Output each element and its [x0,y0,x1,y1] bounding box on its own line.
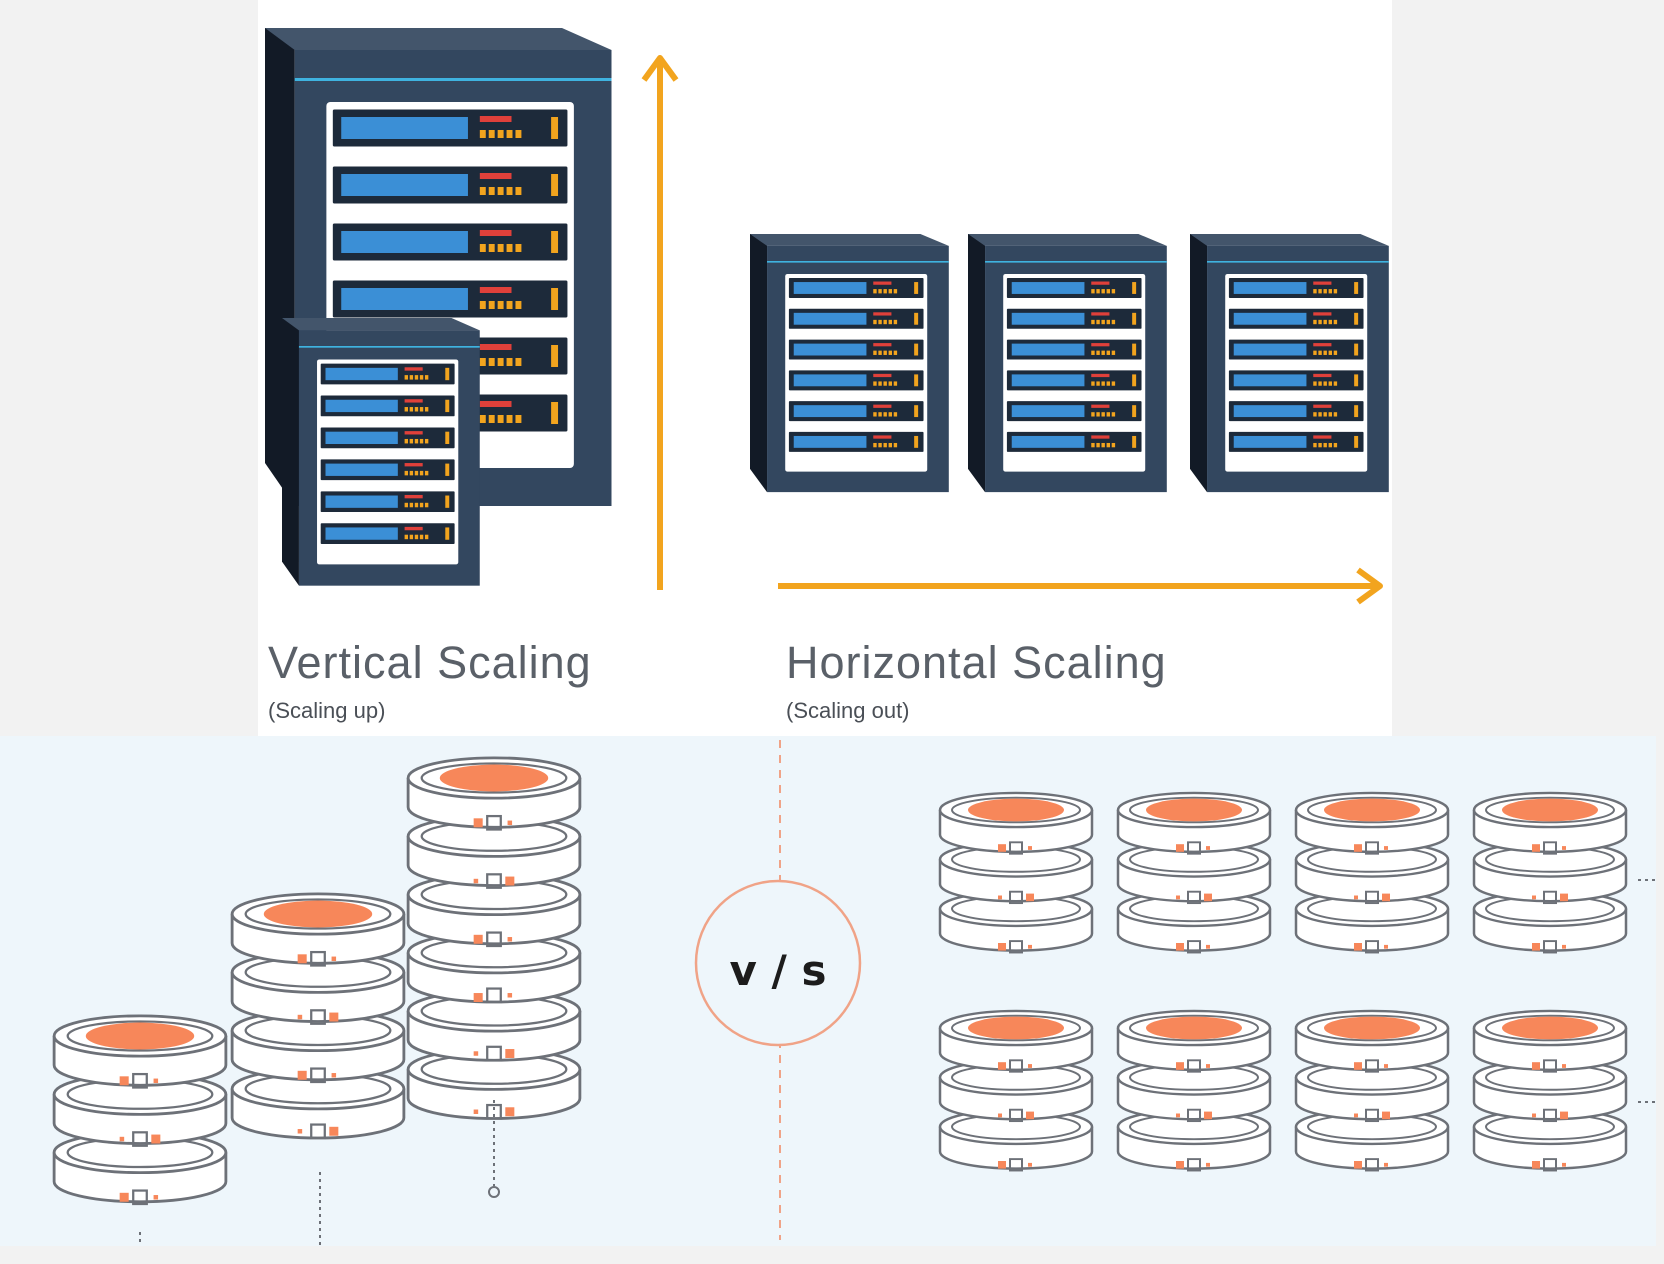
server-rack-icon [968,234,1167,492]
database-stack-icon [1118,793,1270,953]
vertical-scaling-group [265,28,679,590]
arrow-right-icon [778,567,1383,605]
database-stack-icon [406,758,582,1120]
database-stack-icon [1474,1011,1626,1171]
database-stack-icon [1474,793,1626,953]
database-stack-icon [54,1016,226,1204]
horizontal-scaling-group [750,234,1389,605]
vs-label: v / s [730,946,827,995]
vertical-db-group [54,758,582,1246]
horizontal-db-group [940,793,1656,1171]
server-rack-icon [750,234,949,492]
database-stack-icon [1118,1011,1270,1171]
server-rack-icon [282,318,480,586]
vertical-scaling-title: Vertical Scaling [268,637,592,688]
database-stack-icon [940,793,1092,953]
database-stack-icon [940,1011,1092,1171]
vertical-scaling-subtitle: (Scaling up) [268,698,385,723]
horizontal-scaling-subtitle: (Scaling out) [786,698,910,723]
database-stack-icon [1296,793,1448,953]
database-stack-icon [1296,1011,1448,1171]
arrow-up-icon [641,55,679,590]
server-rack-icon [1190,234,1389,492]
horizontal-scaling-title: Horizontal Scaling [786,637,1167,688]
vs-badge: v / s [694,879,862,1047]
database-stack-icon [230,894,406,1140]
